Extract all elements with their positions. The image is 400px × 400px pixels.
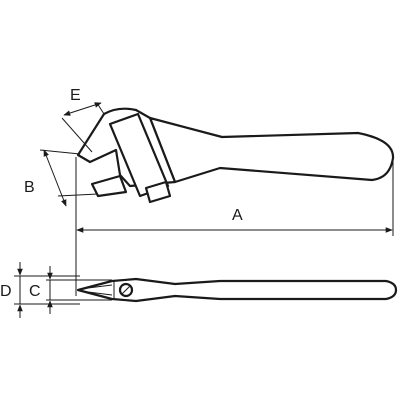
wrench-handle xyxy=(148,116,395,184)
dimension-e-arrow xyxy=(63,102,102,116)
wrench-worm-screw xyxy=(144,180,172,204)
dimension-c-label: C xyxy=(29,283,41,300)
dimension-e-label: E xyxy=(70,87,81,104)
dimension-c: C xyxy=(29,266,112,314)
dimension-d: D xyxy=(0,262,80,318)
dimension-a: A xyxy=(75,157,394,296)
dimension-d-label: D xyxy=(0,283,12,300)
wrench-top-outline xyxy=(76,277,398,303)
dimension-b-arrow xyxy=(43,149,67,207)
wrench-side-view xyxy=(76,107,395,204)
dimension-b: B xyxy=(24,149,99,207)
wrench-movable-jaw xyxy=(90,174,128,198)
dimension-e: E xyxy=(61,87,105,153)
dimension-a-label: A xyxy=(232,207,243,224)
wrench-top-view xyxy=(76,277,398,303)
dimension-b-label: B xyxy=(24,179,35,196)
